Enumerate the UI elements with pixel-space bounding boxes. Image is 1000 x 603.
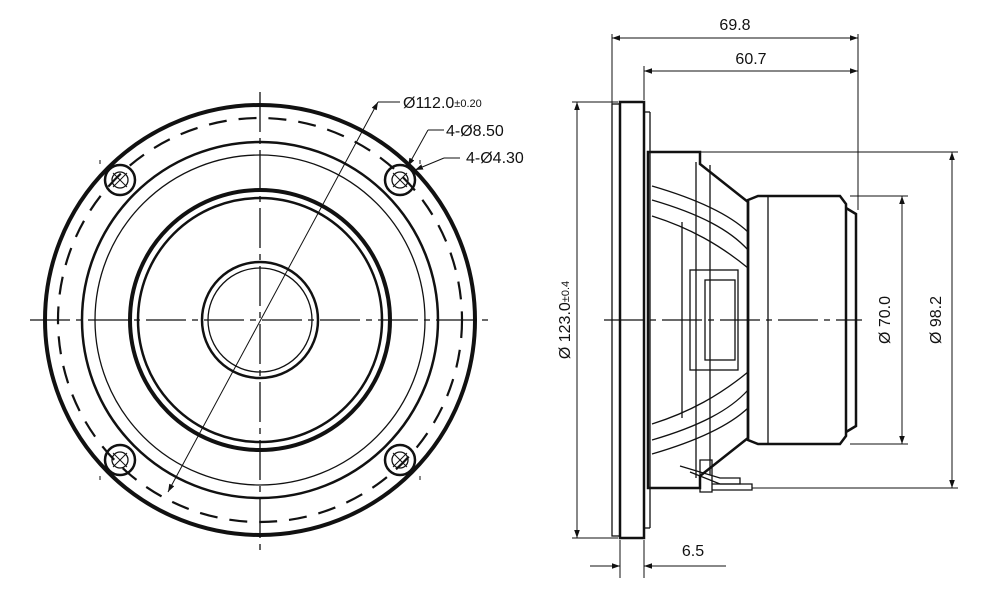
outer-diameter-label: Ø 123.0±0.4 xyxy=(557,281,574,359)
basket-diameter-label: Ø 98.2 xyxy=(928,296,945,344)
depth-behind-flange-label: 60.7 xyxy=(735,51,766,68)
mount-hole-inner-label: 4-Ø4.30 xyxy=(466,150,524,167)
mount-hole-bottom-left xyxy=(103,443,137,477)
mount-hole-top-left xyxy=(103,163,137,197)
flange-diameter-label: Ø112.0±0.20 xyxy=(403,95,482,112)
mount-hole-bottom-right xyxy=(383,443,417,477)
front-view: Ø112.0±0.20 4-Ø8.50 4-Ø4.30 xyxy=(30,92,524,550)
magnet-diameter-label: Ø 70.0 xyxy=(877,296,894,344)
overall-depth-label: 69.8 xyxy=(719,17,750,34)
mount-hole-outer-label: 4-Ø8.50 xyxy=(446,123,504,140)
flange-thickness-label: 6.5 xyxy=(682,543,704,560)
side-view: 69.8 60.7 6.5 Ø 123.0±0.4 Ø 70.0 Ø 98.2 xyxy=(557,17,958,578)
mount-hole-top-right xyxy=(383,163,417,197)
